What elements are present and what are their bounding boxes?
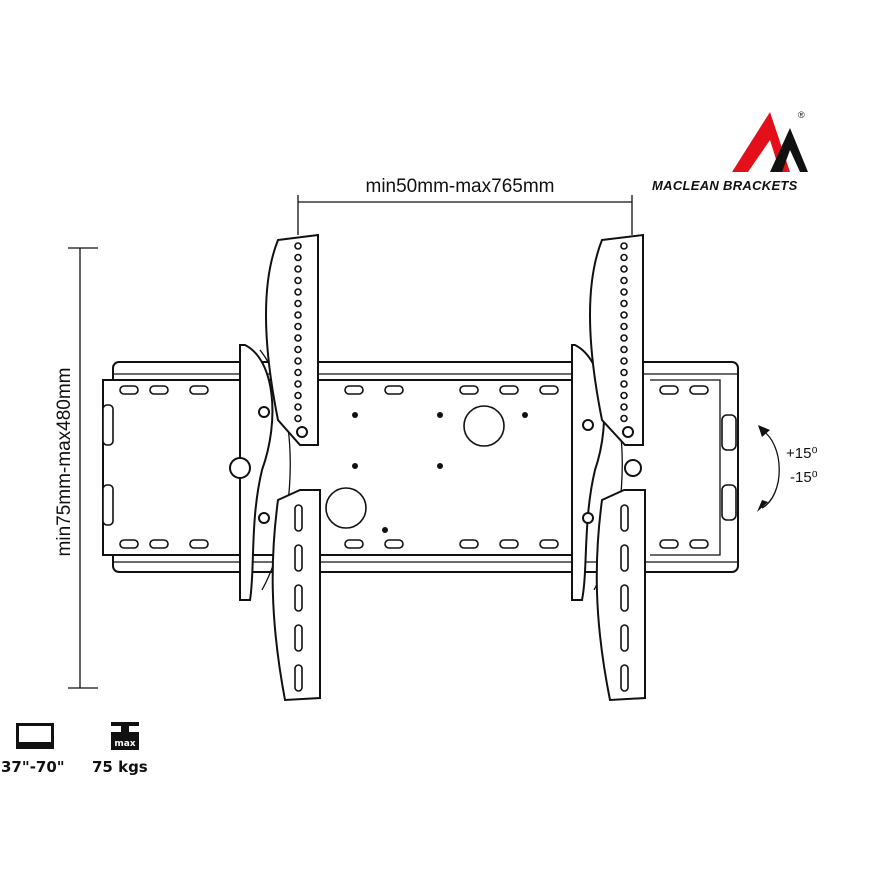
- arm-hole: [620, 380, 628, 388]
- arm-hole: [620, 357, 628, 365]
- tv-icon: [16, 723, 54, 749]
- registered-mark: ®: [798, 110, 805, 120]
- arm-slot: [620, 664, 629, 692]
- arm-hole: [620, 288, 628, 296]
- arm-hole: [620, 403, 628, 411]
- arm-hole: [294, 380, 302, 388]
- arm-hole: [294, 311, 302, 319]
- arm-slot: [294, 544, 303, 572]
- arm-slot: [294, 584, 303, 612]
- arm-slot: [620, 544, 629, 572]
- tilt-down-label: -15⁰: [790, 469, 818, 486]
- height-dimension: min75mm-max480mm: [54, 247, 98, 689]
- width-dimension: min50mm-max765mm: [297, 176, 633, 235]
- arm-hole: [620, 276, 628, 285]
- arm-hole: [620, 391, 628, 400]
- arm-hole: [294, 288, 302, 296]
- max-load-label: 75 kgs: [92, 758, 148, 776]
- arm-hole: [294, 391, 302, 400]
- max-badge: max: [114, 739, 135, 749]
- arm-hole: [294, 322, 302, 331]
- arm-hole: [294, 299, 302, 308]
- arm-hole: [294, 242, 302, 250]
- arm-slot: [620, 504, 629, 532]
- arm-hole: [294, 276, 302, 285]
- screen-size-label: 37"-70": [1, 758, 65, 776]
- max-load-spec: max 75 kgs: [92, 722, 148, 776]
- arm-hole: [620, 322, 628, 331]
- arm-slot: [620, 624, 629, 652]
- arm-holes: [294, 242, 629, 692]
- arm-hole: [620, 334, 628, 342]
- arm-hole: [294, 345, 302, 354]
- arm-hole: [620, 414, 628, 423]
- arm-hole: [294, 334, 302, 342]
- width-label: min50mm-max765mm: [366, 176, 555, 197]
- arm-hole: [620, 311, 628, 319]
- arm-hole: [294, 357, 302, 365]
- arm-hole: [294, 368, 302, 377]
- tilt-indicator: +15⁰ -15⁰: [757, 425, 818, 512]
- arm-hole: [620, 345, 628, 354]
- arm-hole: [294, 253, 302, 262]
- top-slots: [119, 385, 709, 395]
- arm-hole: [294, 403, 302, 411]
- arm-hole: [620, 253, 628, 262]
- maclean-logo: ® MACLEAN BRACKETS: [652, 110, 808, 193]
- bottom-slots: [119, 539, 709, 549]
- arm-hole: [620, 368, 628, 377]
- arm-hole: [620, 265, 628, 273]
- arm-slot: [294, 624, 303, 652]
- arm-slot: [294, 664, 303, 692]
- arm-hole: [620, 299, 628, 308]
- arm-hole: [620, 242, 628, 250]
- height-label: min75mm-max480mm: [54, 368, 75, 557]
- arm-slot: [620, 584, 629, 612]
- brand-name: MACLEAN BRACKETS: [652, 178, 798, 193]
- tilt-up-label: +15⁰: [786, 445, 817, 462]
- arm-hole: [294, 265, 302, 273]
- screen-size-spec: 37"-70": [1, 723, 65, 776]
- weight-icon: max: [111, 722, 139, 750]
- arm-hole: [294, 414, 302, 423]
- arm-slot: [294, 504, 303, 532]
